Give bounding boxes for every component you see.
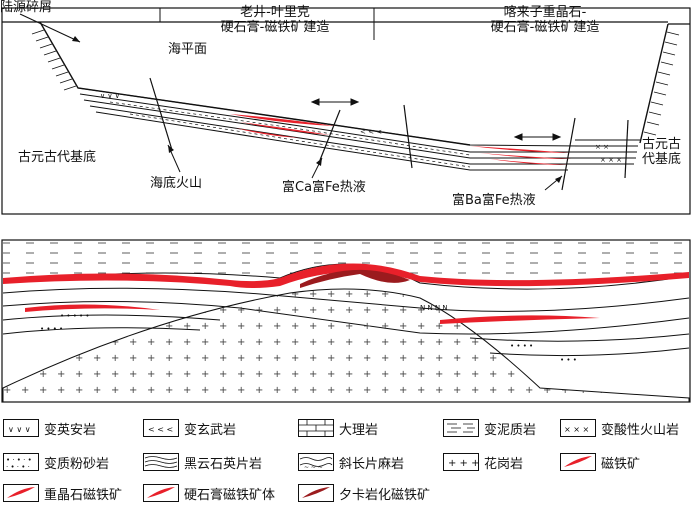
legend-label: 花岗岩 bbox=[484, 456, 524, 472]
legend-biotite-quartz-schist: 黑云石英片岩 bbox=[143, 452, 262, 472]
legend-meta-dacite: ∨ ∨ ∨ 变英安岩 bbox=[3, 418, 96, 438]
sediment-layers bbox=[77, 87, 640, 171]
legend-meta-silty-sandstone: • · • · •· • · • · 变质粉砂岩 bbox=[3, 452, 109, 472]
legend-anhydrite-magnetite-body: 硬石膏磁铁矿体 bbox=[143, 483, 275, 503]
legend-barite-magnetite: 重晶石磁铁矿 bbox=[3, 483, 122, 503]
debris-arrow bbox=[19, 13, 81, 43]
granite-swatch: + + + bbox=[443, 453, 479, 471]
lower-cross-section: + • • • • • • • • • • • • • • • • N N N … bbox=[1, 239, 691, 403]
legend-label: 大理岩 bbox=[339, 422, 379, 438]
meta-dacite-swatch: ∨ ∨ ∨ bbox=[3, 419, 39, 437]
kalaizi-formation-title: 喀来子重晶石- 硬石膏-磁铁矿建造 bbox=[490, 5, 600, 35]
magnetite-swatch bbox=[560, 453, 596, 471]
legend-label: 变英安岩 bbox=[44, 422, 97, 438]
legend-plagioclase-gneiss: ~ ~ ~ 斜长片麻岩 bbox=[298, 452, 404, 472]
svg-text:• · • · •: • · • · • bbox=[6, 456, 32, 464]
biotite-quartz-schist-swatch bbox=[143, 453, 179, 471]
sea-level-label: 海平面 bbox=[168, 42, 208, 57]
marble-swatch bbox=[298, 419, 334, 437]
legend-granite: + + + 花岗岩 bbox=[443, 452, 523, 472]
meta-silty-sandstone-swatch: • · • · •· • · • · bbox=[3, 453, 39, 471]
ca-fe-double-arrow bbox=[310, 98, 360, 106]
ba-fe-fluid-label: 富Ba富Fe热液 bbox=[452, 193, 536, 208]
svg-text:• • • •: • • • • bbox=[40, 325, 63, 333]
svg-text:• • • • •: • • • • • bbox=[60, 312, 90, 320]
barite-magnetite-swatch bbox=[3, 484, 39, 502]
legend-label: 变质粉砂岩 bbox=[44, 456, 110, 472]
meta-acid-volcanic-swatch: × × × bbox=[560, 419, 596, 437]
legend-label: 夕卡岩化磁铁矿 bbox=[339, 487, 431, 503]
left-basement-label: 古元古代基底 bbox=[18, 150, 97, 165]
right-basement-label: 古元古 代基底 bbox=[642, 137, 682, 167]
legend-label: 黑云石英片岩 bbox=[184, 456, 263, 472]
upper-cross-section: ∨ ∨ ∨ < < < × × × × × bbox=[1, 7, 691, 215]
ca-fe-fluid-label: 富Ca富Fe热液 bbox=[282, 180, 366, 195]
svg-text:× × ×: × × × bbox=[564, 425, 589, 434]
sea-surface bbox=[2, 21, 690, 25]
left-basement-slope bbox=[39, 21, 471, 146]
upper-frame bbox=[1, 7, 691, 215]
svg-text:· • · • ·: · • · • · bbox=[6, 463, 30, 471]
legend-label: 变泥质岩 bbox=[484, 422, 537, 438]
legend-label: 变酸性火山岩 bbox=[601, 422, 680, 438]
legend-meta-acid-volcanic: × × × 变酸性火山岩 bbox=[560, 418, 679, 438]
svg-text:× × ×: × × × bbox=[600, 156, 622, 164]
ba-fe-double-arrow bbox=[513, 133, 562, 141]
svg-text:∨ ∨ ∨: ∨ ∨ ∨ bbox=[8, 425, 31, 434]
svg-text:• • • •: • • • • bbox=[510, 342, 533, 350]
legend-meta-pelite: 变泥质岩 bbox=[443, 418, 536, 438]
right-basement-slope bbox=[639, 23, 669, 144]
granite-dome bbox=[2, 288, 690, 403]
svg-text:• • •: • • • bbox=[560, 356, 577, 364]
legend-label: 硬石膏磁铁矿体 bbox=[184, 487, 276, 503]
faults bbox=[149, 77, 629, 191]
legend-meta-basalt: < < < 变玄武岩 bbox=[143, 418, 236, 438]
submarine-volcano-label: 海底火山 bbox=[150, 176, 203, 191]
legend-label: 斜长片麻岩 bbox=[339, 456, 405, 472]
skarn-magnetite-swatch bbox=[298, 484, 334, 502]
legend-marble: 大理岩 bbox=[298, 418, 378, 438]
continental-debris-label: 陆源碎屑 bbox=[0, 0, 53, 15]
legend-label: 重晶石磁铁矿 bbox=[44, 487, 123, 503]
legend-skarn-magnetite: 夕卡岩化磁铁矿 bbox=[298, 483, 430, 503]
svg-text:× ×: × × bbox=[595, 143, 609, 151]
laojing-formation-title: 老井-叶里克 硬石膏-磁铁矿建造 bbox=[220, 5, 330, 35]
meta-pelite-swatch bbox=[443, 419, 479, 437]
anhydrite-magnetite-body-swatch bbox=[143, 484, 179, 502]
legend-label: 变玄武岩 bbox=[184, 422, 237, 438]
svg-text:+ + +: + + + bbox=[448, 458, 479, 469]
legend-magnetite: 磁铁矿 bbox=[560, 452, 640, 472]
legend-label: 磁铁矿 bbox=[601, 456, 641, 472]
plagioclase-gneiss-swatch: ~ ~ ~ bbox=[298, 453, 334, 471]
svg-text:< < <: < < < bbox=[148, 425, 173, 434]
lower-ore-bands bbox=[3, 263, 689, 324]
ore-lenses bbox=[230, 114, 572, 165]
svg-text:~ ~ ~: ~ ~ ~ bbox=[304, 464, 323, 471]
meta-basalt-swatch: < < < bbox=[143, 419, 179, 437]
svg-text:< < <: < < < bbox=[360, 128, 382, 136]
svg-text:∨ ∨ ∨: ∨ ∨ ∨ bbox=[100, 92, 120, 100]
